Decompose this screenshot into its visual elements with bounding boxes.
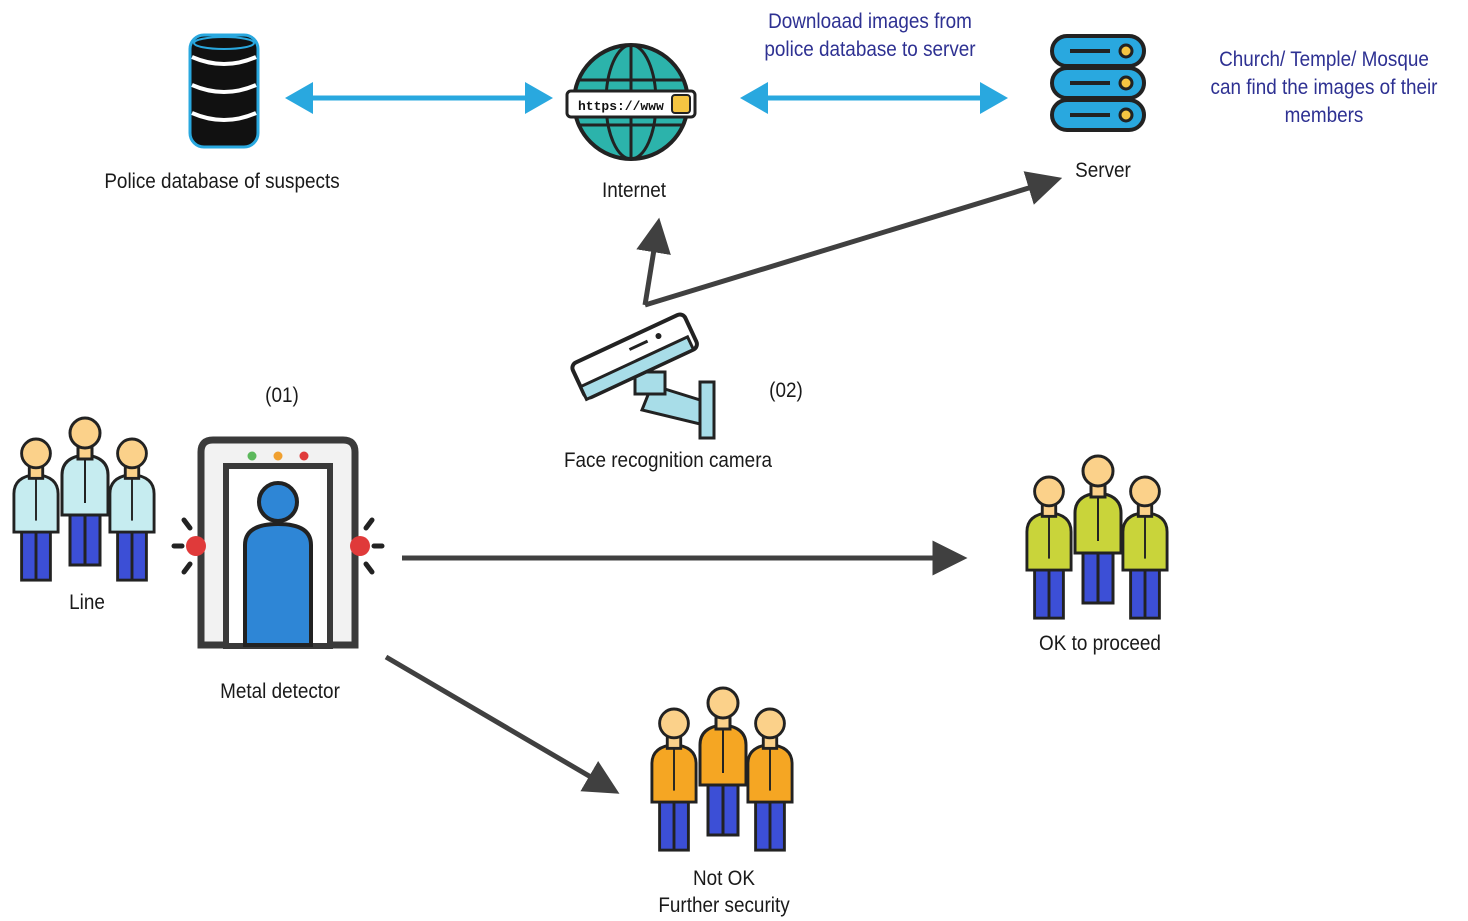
- detector-label: Metal detector: [220, 680, 340, 703]
- database-icon: [188, 33, 260, 149]
- download-note: Downloaad images from police database to…: [735, 8, 1005, 64]
- server-icon: [1050, 34, 1146, 132]
- church-note-line3: members: [1284, 104, 1364, 127]
- download-note-line2: police database to server: [764, 38, 976, 61]
- line-label: Line: [69, 591, 105, 614]
- detector-number: (01): [265, 384, 299, 407]
- globe-icon: [565, 43, 697, 161]
- church-note-line2: can find the images of their: [1210, 76, 1438, 99]
- arrow-camera-internet: [636, 217, 671, 306]
- people-group-not-ok: [652, 688, 792, 850]
- police-db-label: Police database of suspects: [104, 170, 340, 193]
- download-note-line1: Downloaad images from: [768, 10, 972, 33]
- arrow-detector-notok: [384, 654, 620, 794]
- metal-detector-icon: [171, 436, 385, 649]
- church-note-line1: Church/ Temple/ Mosque: [1219, 48, 1429, 71]
- camera-label: Face recognition camera: [563, 449, 773, 472]
- arrow-camera-server: [644, 171, 1063, 308]
- people-group-ok: [1027, 456, 1167, 618]
- arrow-internet-server: [740, 82, 1008, 114]
- security-camera-icon: [570, 312, 716, 440]
- ok-label: OK to proceed: [1039, 632, 1161, 655]
- not-ok-line2: Further security: [658, 894, 790, 917]
- church-note: Church/ Temple/ Mosque can find the imag…: [1197, 46, 1451, 130]
- arrow-db-internet: [285, 82, 553, 114]
- internet-label: Internet: [601, 179, 667, 202]
- server-label: Server: [1075, 159, 1131, 182]
- people-group-line: [14, 418, 154, 580]
- not-ok-line1: Not OK: [693, 867, 755, 890]
- not-ok-label: Not OK Further security: [634, 865, 814, 919]
- camera-number: (02): [769, 379, 803, 402]
- internet-url-text: https://www: [578, 99, 664, 114]
